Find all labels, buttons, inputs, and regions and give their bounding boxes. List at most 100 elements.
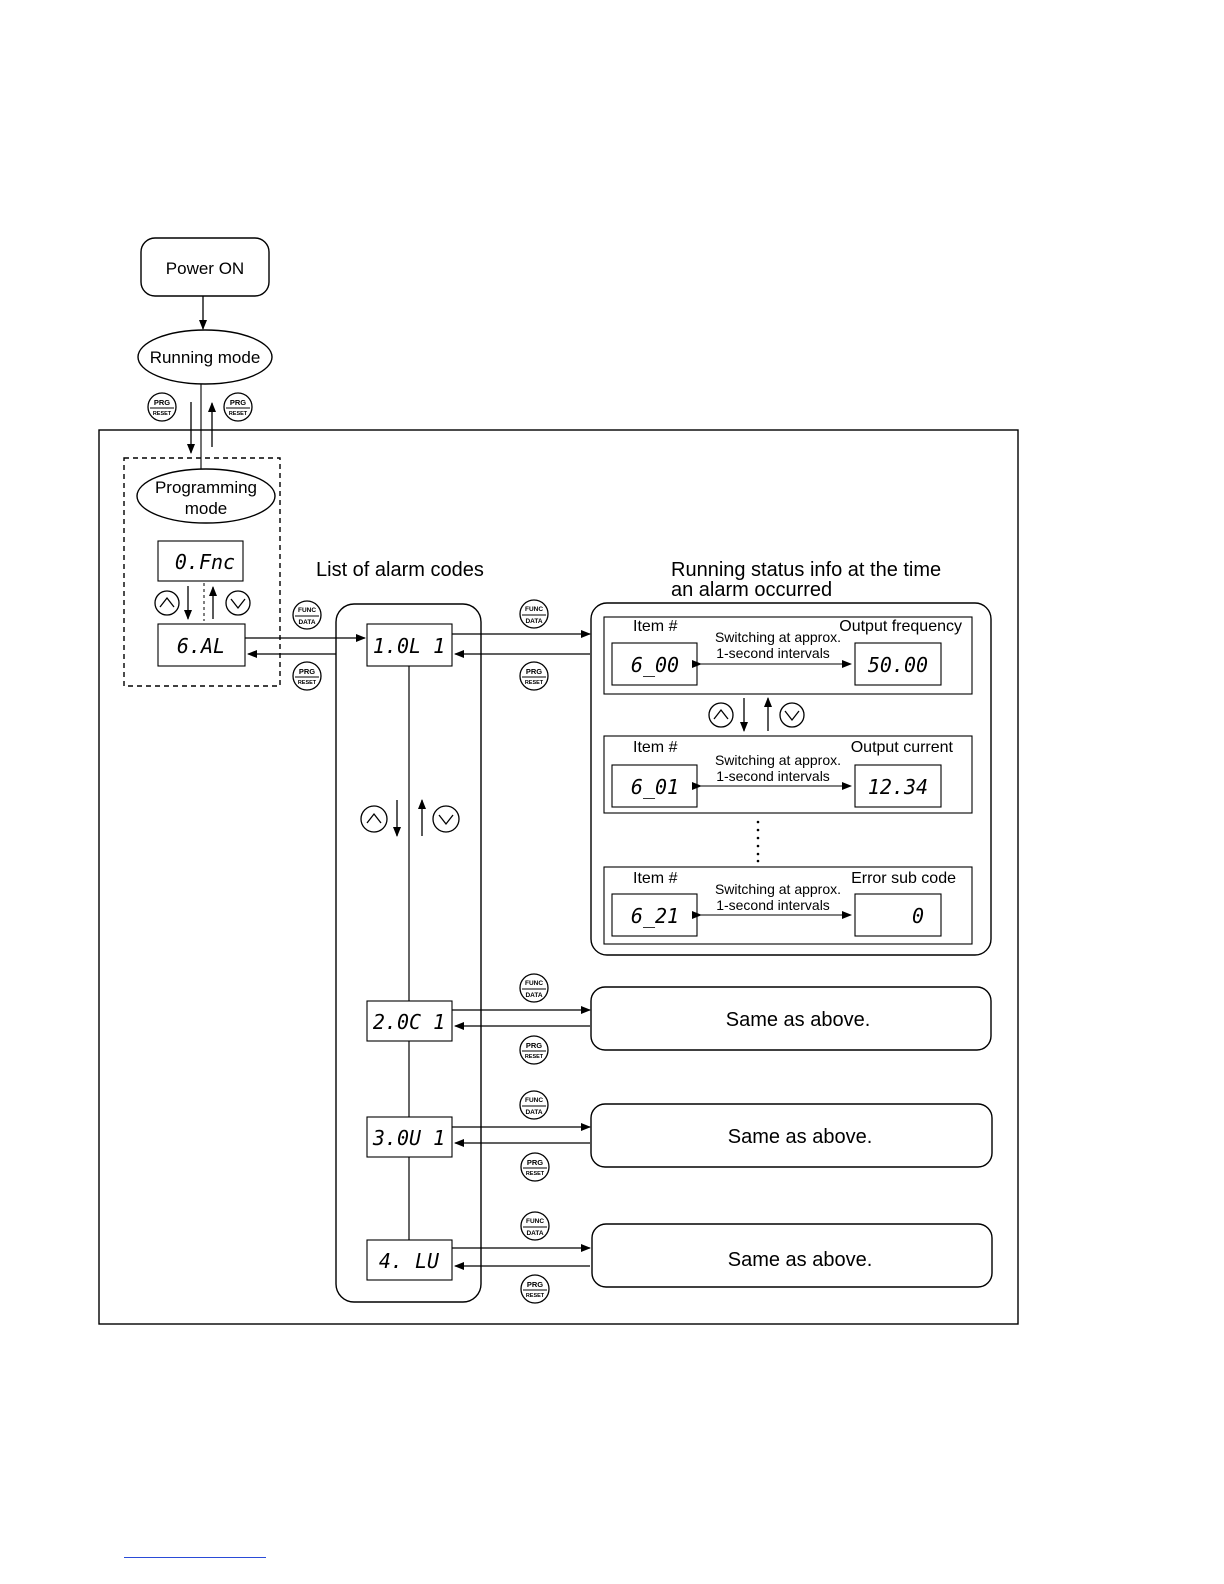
menu-lcd-value: 0.Fnc (175, 550, 235, 574)
more-items-ellipsis (756, 820, 760, 863)
status-label: Output frequency (839, 618, 962, 635)
func-data-key-icon: FUNC DATA (292, 600, 322, 630)
item-lcd (611, 764, 698, 808)
status-title-2: an alarm occurred (671, 579, 832, 601)
status-label: Error sub code (851, 870, 956, 887)
alarm-menu-lcd (157, 623, 246, 667)
func-data-key-icon: FUNC DATA (519, 973, 549, 1003)
func-key-top: FUNC (525, 1097, 543, 1104)
status-label: Output current (851, 739, 954, 756)
switching-text-2: 1-second intervals (716, 768, 830, 784)
value-lcd (854, 893, 942, 937)
same-as-above-box-3 (591, 1223, 993, 1288)
item-lcd-value: 6_00 (631, 653, 679, 677)
func-key-top: FUNC (525, 980, 543, 987)
func-key-top: FUNC (526, 1218, 544, 1225)
func-data-key-icon: FUNC DATA (519, 1090, 549, 1120)
same-as-above-2: Same as above. (728, 1126, 873, 1148)
item-lcd-value: 6_01 (631, 775, 679, 799)
power-on-box (140, 237, 270, 297)
programming-mode-oval (136, 468, 276, 524)
func-key-bottom: DATA (525, 992, 542, 999)
down-key-icon (432, 805, 460, 833)
up-key-icon (708, 702, 734, 728)
same-as-above-3: Same as above. (728, 1249, 873, 1271)
down-key-glyph (230, 598, 246, 610)
func-key-bottom: DATA (298, 619, 315, 626)
switching-text-2: 1-second intervals (716, 645, 830, 661)
programming-mode-area (123, 457, 281, 687)
item-lcd (611, 642, 698, 686)
switching-text-1: Switching at approx. (715, 881, 841, 897)
value-lcd-value: 50.00 (868, 653, 928, 677)
list-title: List of alarm codes (316, 559, 484, 581)
programming-mode-label-2: mode (185, 499, 228, 518)
item-label: Item # (633, 618, 678, 635)
alarm-lcd-4 (366, 1239, 453, 1281)
prg-key-bottom: RESET (153, 411, 172, 417)
up-key-icon (154, 590, 180, 616)
up-key-glyph (159, 596, 175, 608)
value-lcd-value: 12.34 (868, 775, 928, 799)
down-key-icon (225, 590, 251, 616)
alarm-navigation (360, 799, 460, 837)
prg-reset-key-icon: PRG RESET (292, 661, 322, 691)
alarm-lcd-3 (366, 1116, 453, 1158)
prg-reset-key-icon: PRG RESET (520, 1152, 550, 1182)
prg-key-bottom: RESET (526, 1293, 545, 1299)
item-label: Item # (633, 739, 678, 756)
func-key-bottom: DATA (525, 1109, 542, 1116)
prg-key-top: PRG (154, 398, 170, 407)
status-item-2: Item # Output current Switching at appro… (603, 735, 973, 814)
prg-key-top: PRG (527, 1280, 543, 1289)
menu-lcd (157, 540, 244, 582)
programming-mode-label-1: Programming (155, 478, 257, 497)
func-key-bottom: DATA (526, 1230, 543, 1237)
prg-key-bottom: RESET (298, 680, 317, 686)
prg-reset-key-icon: PRG RESET (519, 661, 549, 691)
prg-key-bottom: RESET (525, 680, 544, 686)
up-key-glyph (366, 812, 382, 824)
func-data-key-icon: FUNC DATA (520, 1211, 550, 1241)
running-mode-oval (137, 329, 273, 385)
func-key-top: FUNC (298, 607, 316, 614)
down-key-icon (779, 702, 805, 728)
switching-text-1: Switching at approx. (715, 752, 841, 768)
prg-key-bottom: RESET (525, 1054, 544, 1060)
down-key-glyph (438, 814, 454, 826)
alarm-lcd-1-value: 1.0L 1 (373, 634, 445, 658)
value-lcd-value: 0 (912, 904, 924, 928)
down-key-glyph (784, 710, 800, 722)
prg-reset-key-icon: PRG RESET (147, 392, 177, 422)
prg-key-top: PRG (230, 398, 246, 407)
prg-key-bottom: RESET (229, 411, 248, 417)
alarm-lcd-2-value: 2.0C 1 (373, 1010, 445, 1034)
item-lcd-value: 6_21 (631, 904, 679, 928)
alarm-lcd-2 (366, 1000, 453, 1042)
up-key-glyph (713, 708, 729, 720)
prg-key-top: PRG (526, 1041, 542, 1050)
alarm-list-box (335, 603, 482, 1303)
status-title-1: Running status info at the time (671, 559, 941, 581)
up-key-icon (360, 805, 388, 833)
status-item-3: Item # Error sub code Switching at appro… (603, 866, 973, 945)
value-lcd (854, 764, 942, 808)
prg-reset-key-icon: PRG RESET (519, 1035, 549, 1065)
func-key-bottom: DATA (525, 618, 542, 625)
alarm-lcd-3-value: 3.0U 1 (372, 1126, 445, 1150)
footer-rule (124, 1557, 266, 1558)
same-as-above-box-1 (590, 986, 992, 1051)
prg-key-top: PRG (526, 667, 542, 676)
alarm-menu-lcd-value: 6.AL (177, 634, 225, 658)
prg-reset-key-icon: PRG RESET (520, 1274, 550, 1304)
status-info-box (590, 602, 992, 956)
alarm-mode-frame (98, 429, 1019, 1325)
same-as-above-box-2 (590, 1103, 993, 1168)
switching-text-2: 1-second intervals (716, 897, 830, 913)
prg-key-top: PRG (299, 667, 315, 676)
prg-key-bottom: RESET (526, 1171, 545, 1177)
prg-key-top: PRG (527, 1158, 543, 1167)
alarm-lcd-1 (366, 623, 453, 667)
power-on-label: Power ON (166, 259, 244, 278)
